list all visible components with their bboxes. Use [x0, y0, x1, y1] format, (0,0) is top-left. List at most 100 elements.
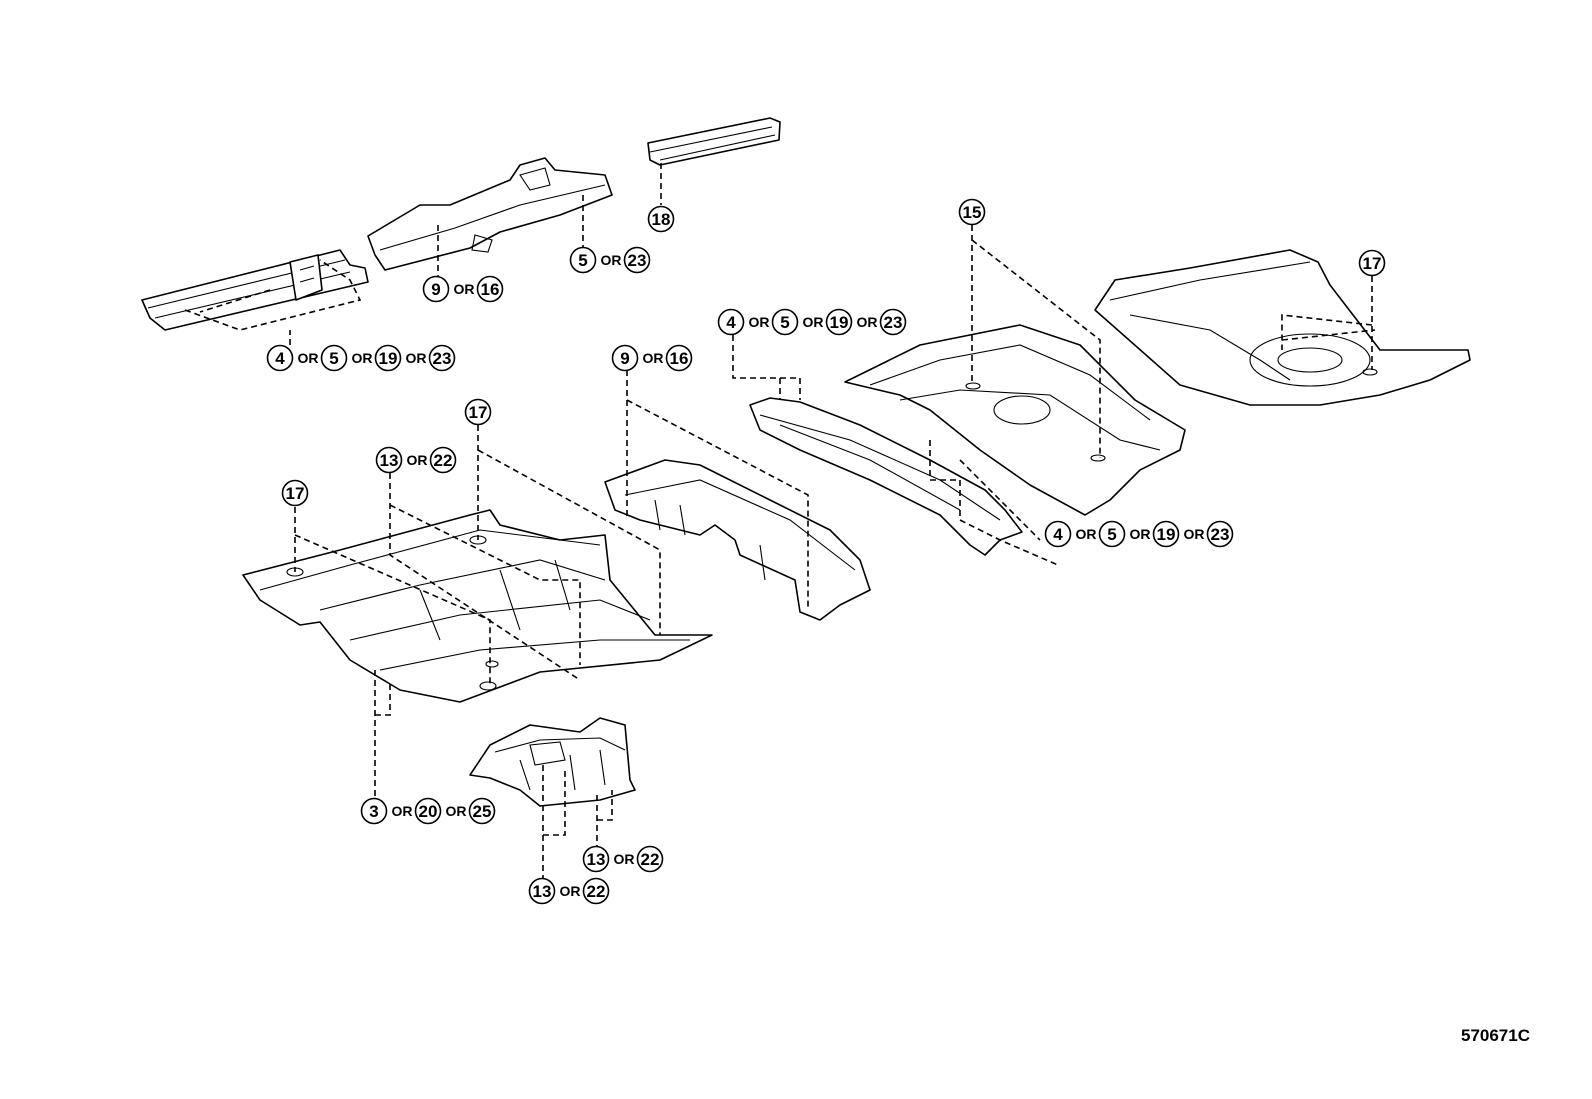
callout-circle [1044, 520, 1072, 548]
callout-circle [1152, 520, 1180, 548]
front-floor-bracket [469, 717, 636, 807]
part-number-22: 22 [641, 850, 660, 869]
part-number-16: 16 [481, 280, 500, 299]
part-number-4: 4 [1053, 525, 1063, 544]
callout-or-text: OR [392, 803, 413, 819]
floor-rail-reinforcement [647, 117, 781, 166]
part-number-5: 5 [1107, 525, 1116, 544]
callout-or-text: OR [352, 350, 373, 366]
callout-c13: 3 OR 20 OR 25 [360, 797, 496, 825]
callout-c2: 5 OR 23 [569, 246, 651, 274]
part-number-4: 4 [726, 313, 736, 332]
callout-circle [569, 246, 597, 274]
part-number-13: 13 [533, 882, 552, 901]
part-number-17: 17 [286, 484, 305, 503]
callout-circle [582, 877, 610, 905]
callout-circle [428, 344, 456, 372]
part-number-13: 13 [587, 850, 606, 869]
part-number-17: 17 [1363, 254, 1382, 273]
callout-circle [1206, 520, 1234, 548]
center-side-rail [749, 397, 1023, 556]
part-number-13: 13 [380, 451, 399, 470]
part-number-23: 23 [628, 251, 647, 270]
callout-or-text: OR [560, 883, 581, 899]
part-number-18: 18 [652, 210, 671, 229]
part-number-5: 5 [578, 251, 587, 270]
part-number-22: 22 [587, 882, 606, 901]
callout-or-text: OR [298, 350, 319, 366]
callout-circle [375, 446, 403, 474]
callout-or-text: OR [1130, 526, 1151, 542]
callout-circle [825, 308, 853, 336]
callout-circle [623, 246, 651, 274]
callout-c6: 17 [1358, 249, 1386, 277]
part-number-5: 5 [780, 313, 789, 332]
front-floor-side-rail [141, 249, 369, 331]
callout-c5: 15 [958, 198, 986, 226]
callout-c4: 4 OR 5 OR 19 OR 23 [266, 344, 456, 372]
callout-circle [647, 205, 675, 233]
callout-circle [1358, 249, 1386, 277]
callout-circle [879, 308, 907, 336]
part-number-5: 5 [329, 349, 338, 368]
leader-lines [184, 163, 1376, 880]
center-floor-member [604, 459, 871, 621]
callout-circle [422, 275, 450, 303]
callout-or-text: OR [406, 350, 427, 366]
diagram-reference-code: 570671C [1460, 1026, 1530, 1045]
part-number-19: 19 [379, 349, 398, 368]
part-number-23: 23 [433, 349, 452, 368]
callout-circle [582, 845, 610, 873]
part-number-9: 9 [431, 280, 440, 299]
callout-or-text: OR [614, 851, 635, 867]
callout-circle [360, 797, 388, 825]
callout-circle [717, 308, 745, 336]
callout-circle [958, 198, 986, 226]
part-number-9: 9 [620, 349, 629, 368]
callout-or-text: OR [749, 314, 770, 330]
callout-or-text: OR [643, 350, 664, 366]
callout-c14: 13 OR 22 [582, 845, 664, 873]
callout-c8: 9 OR 16 [611, 344, 693, 372]
part-number-15: 15 [963, 203, 982, 222]
callout-c11: 17 [281, 479, 309, 507]
front-floor-pan [242, 509, 713, 703]
callout-c9: 17 [464, 398, 492, 426]
callout-circle [611, 344, 639, 372]
callout-c1: 18 [647, 205, 675, 233]
callout-or-text: OR [1184, 526, 1205, 542]
callout-c15: 13 OR 22 [528, 877, 610, 905]
front-floor-crossmember [367, 157, 613, 271]
callout-or-text: OR [1076, 526, 1097, 542]
callout-circle [414, 797, 442, 825]
callout-circle [429, 446, 457, 474]
callout-circle [374, 344, 402, 372]
part-number-23: 23 [884, 313, 903, 332]
callout-circle [528, 877, 556, 905]
callout-circle [771, 308, 799, 336]
callout-circle [320, 344, 348, 372]
part-number-22: 22 [434, 451, 453, 470]
callout-circle [281, 479, 309, 507]
callout-or-text: OR [407, 452, 428, 468]
part-number-20: 20 [419, 802, 438, 821]
callout-or-text: OR [601, 252, 622, 268]
part-number-17: 17 [469, 403, 488, 422]
part-number-19: 19 [1157, 525, 1176, 544]
callout-circle [665, 344, 693, 372]
part-number-25: 25 [473, 802, 492, 821]
callout-or-text: OR [446, 803, 467, 819]
callout-circle [468, 797, 496, 825]
part-number-4: 4 [275, 349, 285, 368]
part-number-3: 3 [369, 802, 378, 821]
part-number-16: 16 [670, 349, 689, 368]
callout-circle [1098, 520, 1126, 548]
callout-circle [636, 845, 664, 873]
callout-c10: 13 OR 22 [375, 446, 457, 474]
callout-circle [476, 275, 504, 303]
